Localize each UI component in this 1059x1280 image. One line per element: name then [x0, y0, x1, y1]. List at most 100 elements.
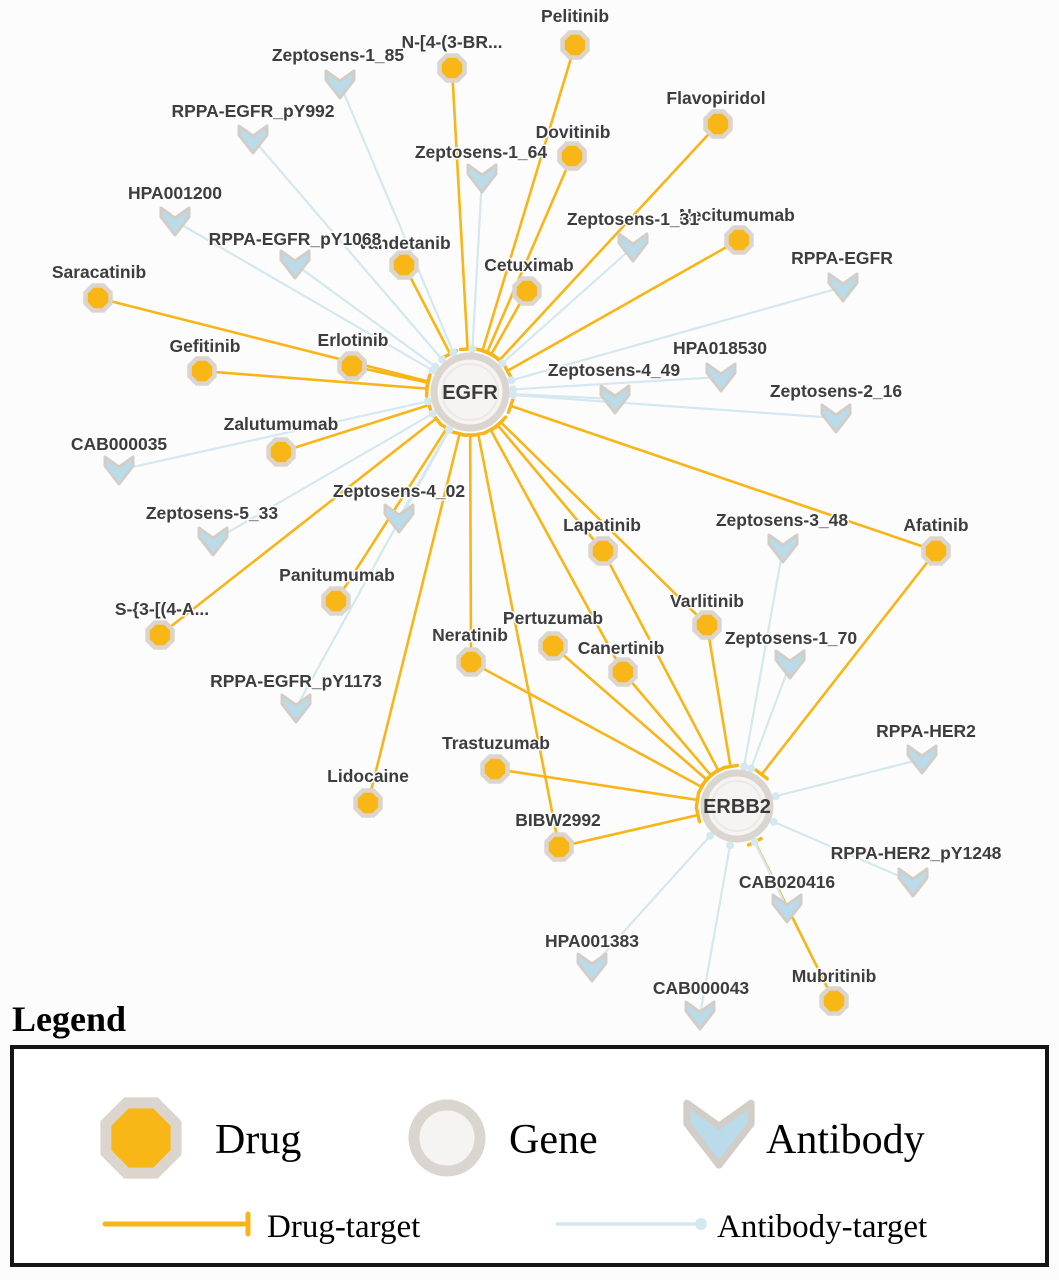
antibody-target-dot-icon [498, 359, 507, 368]
gene-node-egfr[interactable] [430, 352, 510, 432]
drug-label-erlotinib: Erlotinib [318, 330, 389, 350]
antibody-node-hpa001383[interactable] [576, 952, 608, 983]
drug-target-edge [557, 813, 700, 849]
drug-label-necitumumab: Necitumumab [679, 205, 795, 225]
antibody-node-z2_16[interactable] [820, 403, 852, 434]
gene-legend-label: Gene [509, 1117, 598, 1163]
drug-node-canertinib[interactable] [608, 657, 638, 687]
drug-node-varlitinib[interactable] [692, 610, 722, 640]
antibody-label-rppa_py1173: RPPA-EGFR_pY1173 [210, 671, 382, 691]
drug-label-dovitinib: Dovitinib [536, 122, 611, 142]
antibody-label-z3_48: Zeptosens-3_48 [716, 510, 849, 530]
drug-target-edge [509, 404, 938, 553]
antibody-target-edge [501, 246, 634, 365]
drug-label-canertinib: Canertinib [578, 638, 665, 658]
drug-node-dovitinib[interactable] [557, 141, 587, 171]
antibody-node-cab000043[interactable] [684, 1000, 716, 1031]
antibody-target-dot-icon [445, 425, 454, 434]
antibody-node-rppa_py992[interactable] [237, 124, 269, 155]
drug-node-afatinib[interactable] [921, 536, 951, 566]
antibody-label-z1_31: Zeptosens-1_31 [567, 209, 700, 229]
drug-node-flavopiridol[interactable] [703, 109, 733, 139]
drug-node-erlotinib[interactable] [337, 351, 367, 381]
antibody-node-z4_02[interactable] [383, 503, 415, 534]
antibody-target-legend-label: Antibody-target [717, 1209, 927, 1245]
antibody-node-rppa_egfr[interactable] [827, 272, 859, 303]
antibody-node-rppa_her2_py1248[interactable] [897, 867, 929, 898]
legend: Legend Drug Gene Antibody Drug-target An… [10, 999, 1049, 1267]
gene-node-erbb2[interactable] [700, 769, 774, 843]
antibody-label-z4_02: Zeptosens-4_02 [333, 481, 466, 501]
drug-label-s3_4a: S-{3-[(4-A... [115, 599, 209, 619]
antibody-node-z3_48[interactable] [767, 533, 799, 564]
antibody-label-rppa_py992: RPPA-EGFR_pY992 [171, 101, 334, 121]
antibody-node-z1_85[interactable] [324, 69, 356, 100]
antibody-target-dot-icon [508, 391, 517, 400]
drug-target-edge [200, 369, 429, 390]
drug-node-neratinib[interactable] [456, 647, 486, 677]
antibody-label-cab000043: CAB000043 [653, 978, 750, 998]
antibody-target-edge [295, 429, 451, 709]
drug-target-edge [366, 432, 461, 805]
drug-node-trastuzumab[interactable] [480, 754, 510, 784]
drug-node-s3_4a[interactable] [145, 620, 175, 650]
drug-target-tee-icon [721, 763, 740, 770]
drug-node-cetuximab[interactable] [512, 276, 542, 306]
antibody-node-z5_33[interactable] [197, 526, 229, 557]
drug-target-tee-icon [469, 431, 487, 438]
antibody-node-rppa_her2[interactable] [906, 744, 938, 775]
drug-target-edge [489, 428, 625, 674]
antibody-target-edge [753, 841, 788, 909]
drug-label-zalutumumab: Zalutumumab [224, 414, 339, 434]
drug-node-n4_3br[interactable] [437, 53, 467, 83]
gene-node-inner-ring [441, 363, 499, 421]
drug-label-gefitinib: Gefitinib [170, 336, 241, 356]
antibody-node-cab020416[interactable] [771, 893, 803, 924]
drug-target-edge [158, 417, 438, 637]
antibody-node-rppa_py1068[interactable] [279, 249, 311, 280]
antibody-target-edge [471, 177, 484, 350]
antibody-node-hpa018530[interactable] [705, 362, 737, 393]
drug-node-gefitinib[interactable] [187, 356, 217, 386]
drug-target-tee-icon [694, 806, 702, 824]
drug-node-mubritinib[interactable] [819, 986, 849, 1016]
drug-node-pertuzumab[interactable] [538, 631, 568, 661]
antibody-node-cab000035[interactable] [103, 455, 135, 486]
drug-node-panitumumab[interactable] [321, 586, 351, 616]
drug-label-mubritinib: Mubritinib [792, 966, 877, 986]
gene-icon [408, 1099, 486, 1177]
antibody-target-dot-icon [706, 831, 715, 840]
antibody-target-edge [338, 83, 455, 353]
drug-label-afatinib: Afatinib [903, 515, 968, 535]
antibody-node-z1_70[interactable] [774, 649, 806, 680]
drug-label-flavopiridol: Flavopiridol [666, 88, 765, 108]
drug-node-saracatinib[interactable] [83, 283, 113, 313]
antibody-node-rppa_py1173[interactable] [280, 693, 312, 724]
drug-target-tee-icon [506, 397, 515, 415]
antibody-node-z4_49[interactable] [599, 384, 631, 415]
antibody-target-edge [212, 412, 434, 542]
drug-label-lapatinib: Lapatinib [563, 515, 641, 535]
drug-node-vandetanib[interactable] [389, 250, 419, 280]
drug-node-lidocaine[interactable] [353, 788, 383, 818]
drug-target-edge [96, 296, 430, 383]
antibody-node-z1_31[interactable] [617, 232, 649, 263]
antibody-target-edge [174, 220, 434, 372]
labels-layer: EGFRERBB2PelitinibN-[4-(3-BR...Dovitinib… [50, 5, 1003, 1000]
drug-node-bibw2992[interactable] [544, 832, 574, 862]
drug-label-pertuzumab: Pertuzumab [503, 608, 603, 628]
drug-node-pelitinib[interactable] [560, 30, 590, 60]
drug-node-lapatinib[interactable] [588, 536, 618, 566]
drug-label-saracatinib: Saracatinib [52, 262, 146, 282]
drug-node-necitumumab[interactable] [724, 225, 754, 255]
antibody-target-dot-icon [726, 841, 735, 850]
drug-target-edge [601, 549, 720, 772]
antibody-node-hpa001200[interactable] [159, 206, 191, 237]
drug-target-edge [496, 423, 605, 553]
drug-node-zalutumumab[interactable] [266, 437, 296, 467]
antibody-target-dot-icon [740, 762, 749, 771]
antibody-label-rppa_egfr: RPPA-EGFR [791, 248, 893, 268]
antibody-target-dot-icon [750, 837, 759, 846]
antibody-node-z1_64[interactable] [466, 163, 498, 194]
